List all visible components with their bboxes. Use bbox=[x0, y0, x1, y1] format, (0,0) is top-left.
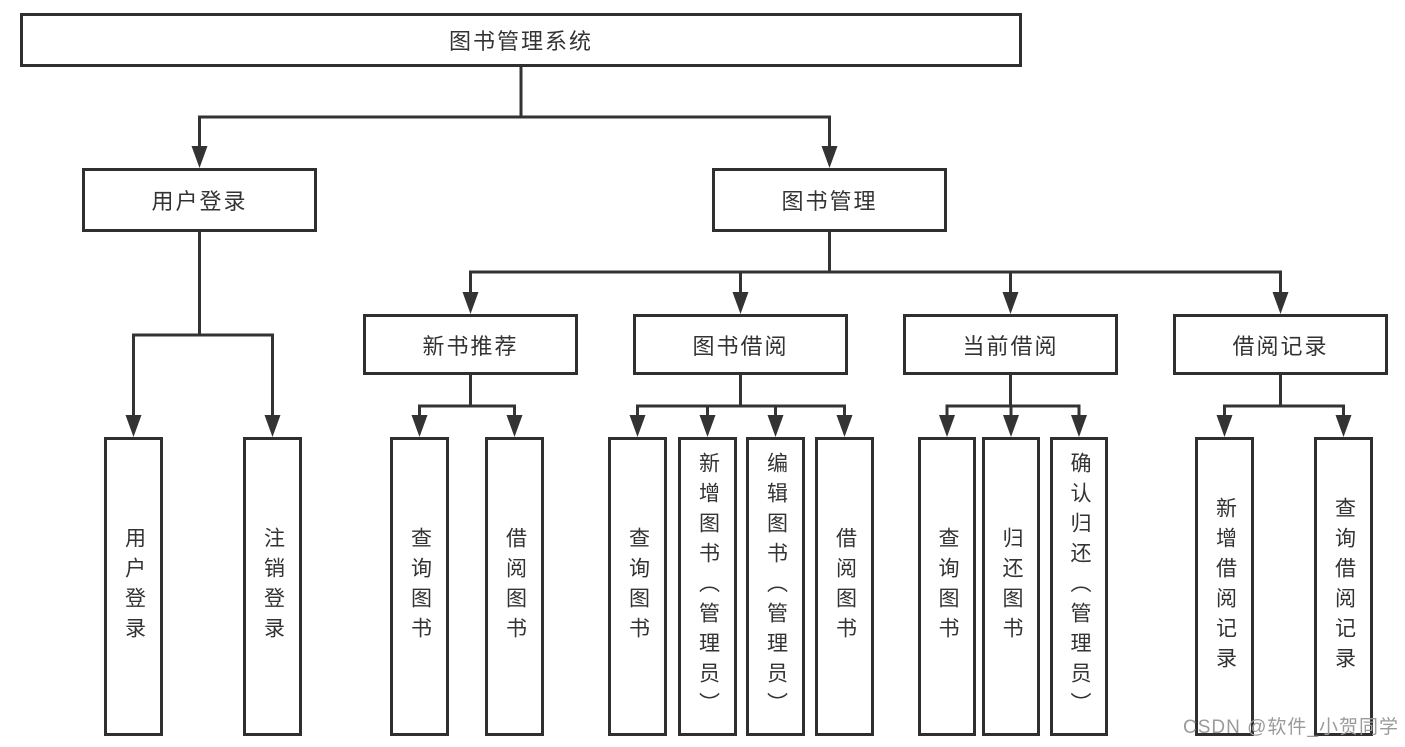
node-label: 新增图书（管理员） bbox=[696, 451, 720, 722]
arrowheads bbox=[125, 146, 1352, 437]
node-label: 借阅图书 bbox=[833, 526, 857, 647]
node-label: 图书管理 bbox=[781, 189, 878, 214]
node-book-management: 图书管理 bbox=[712, 168, 947, 232]
node-label: 图书管理系统 bbox=[448, 29, 593, 54]
node-label: 新增借阅记录 bbox=[1213, 496, 1237, 677]
node-label: 当前借阅 bbox=[962, 333, 1059, 359]
leaf-borrow-books-rec: 借阅图书 bbox=[485, 437, 544, 736]
csdn-watermark: CSDN @软件_小贺同学 bbox=[1183, 717, 1399, 738]
node-label: 查询图书 bbox=[626, 526, 650, 647]
node-label: 归还图书 bbox=[1000, 526, 1024, 647]
leaf-add-borrow-record: 新增借阅记录 bbox=[1195, 437, 1254, 736]
leaf-logout: 注销登录 bbox=[243, 437, 302, 736]
leaf-query-books-current: 查询图书 bbox=[918, 437, 976, 736]
node-user-login: 用户登录 bbox=[82, 168, 317, 232]
leaf-query-books-borrow: 查询图书 bbox=[608, 437, 667, 736]
leaf-borrow-books: 借阅图书 bbox=[815, 437, 874, 736]
leaf-confirm-return-admin: 确认归还（管理员） bbox=[1050, 437, 1108, 736]
connector-lines bbox=[132, 67, 1345, 417]
node-label: 确认归还（管理员） bbox=[1068, 451, 1092, 722]
leaf-add-book-admin: 新增图书（管理员） bbox=[678, 437, 737, 736]
node-label: 注销登录 bbox=[261, 526, 285, 647]
node-new-book-recommendation: 新书推荐 bbox=[363, 314, 578, 375]
leaf-edit-book-admin: 编辑图书（管理员） bbox=[746, 437, 805, 736]
node-label: 用户登录 bbox=[151, 189, 248, 214]
node-book-borrowing: 图书借阅 bbox=[633, 314, 848, 375]
node-library-management-system: 图书管理系统 bbox=[20, 13, 1022, 67]
node-label: 借阅图书 bbox=[503, 526, 527, 647]
node-label: 查询图书 bbox=[408, 526, 432, 647]
node-label: 查询借阅记录 bbox=[1332, 496, 1356, 677]
node-label: 编辑图书（管理员） bbox=[764, 451, 788, 722]
node-label: 查询图书 bbox=[936, 526, 960, 647]
node-borrowing-records: 借阅记录 bbox=[1173, 314, 1388, 375]
leaf-query-borrow-record: 查询借阅记录 bbox=[1314, 437, 1373, 736]
node-label: 图书借阅 bbox=[692, 333, 789, 359]
node-label: 用户登录 bbox=[122, 526, 146, 647]
node-label: 借阅记录 bbox=[1232, 333, 1329, 359]
leaf-return-book: 归还图书 bbox=[982, 437, 1040, 736]
node-label: 新书推荐 bbox=[422, 333, 519, 359]
node-current-borrowing: 当前借阅 bbox=[903, 314, 1118, 375]
leaf-user-login: 用户登录 bbox=[104, 437, 163, 736]
leaf-query-books-rec: 查询图书 bbox=[390, 437, 449, 736]
